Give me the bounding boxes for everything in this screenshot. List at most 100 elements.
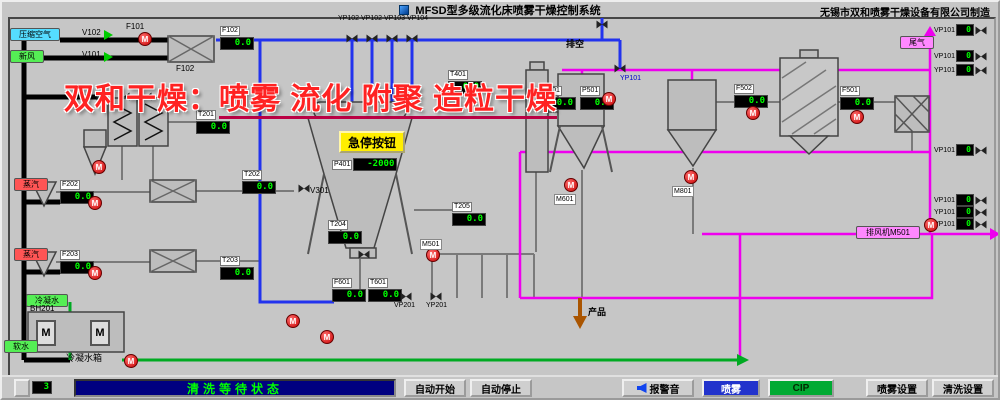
alarm-sound-label: 报警音 [649, 384, 680, 396]
display-value: 0.0 [60, 261, 94, 274]
valve-icon[interactable] [400, 292, 412, 301]
display-value: 0.0 [242, 181, 276, 194]
valve-icon[interactable] [975, 146, 987, 155]
valve-icon[interactable] [975, 26, 987, 35]
valve-icon[interactable] [96, 92, 108, 101]
pipes-blue [216, 18, 622, 304]
pipe-source-tag: 蒸汽 [14, 178, 48, 191]
valve-icon[interactable] [975, 220, 987, 229]
pipe-source-tag: 新风 [10, 50, 44, 63]
pipe-source-tag: 排风机M501 [856, 226, 920, 239]
motor-pump[interactable]: M [564, 178, 578, 192]
speaker-icon [636, 383, 647, 393]
display-value: 0 [956, 144, 974, 156]
auto-stop-button[interactable]: 自动停止 [470, 379, 532, 397]
status-message: 清洗等待状态 [74, 379, 396, 397]
display-tag: F501 [840, 86, 860, 96]
spray-settings-button[interactable]: 喷雾设置 [866, 379, 928, 397]
valve-icon[interactable] [614, 64, 626, 73]
display-tag: T203 [220, 256, 240, 266]
valve-icon[interactable] [118, 92, 130, 101]
display-value: 0 [956, 24, 974, 36]
valve-icon[interactable] [358, 250, 370, 259]
motor-pump[interactable]: M [426, 248, 440, 262]
valve-icon[interactable] [366, 34, 378, 43]
alarm-sound-button[interactable]: 报警音 [622, 379, 694, 397]
label: M801 [672, 186, 694, 197]
agitator-motor[interactable]: M [90, 320, 110, 346]
title-bar: MFSD型多级流化床喷雾干燥控制系统 无锡市双和喷雾干燥设备有限公司制造 [2, 2, 998, 19]
cyclone-left [83, 129, 107, 148]
label: V101 [82, 50, 101, 59]
display-value: 0.0 [196, 121, 230, 134]
valve-icon[interactable] [975, 66, 987, 75]
drying-chamber-top [313, 101, 407, 119]
display-value: 0.0 [332, 289, 366, 302]
emergency-stop-button[interactable]: 急停按钮 [339, 131, 405, 153]
valve-icon[interactable] [430, 292, 442, 301]
display-value: 0.0 [452, 213, 486, 226]
display-tag: T501 [542, 86, 562, 96]
valve-label: VP101 [933, 196, 955, 204]
flow-arrow-icon [104, 30, 113, 40]
valve-icon[interactable] [975, 196, 987, 205]
valve-icon[interactable] [346, 34, 358, 43]
valve-label: VP101 [933, 52, 955, 60]
pipe-source-tag: 软水 [4, 340, 38, 353]
clean-settings-button[interactable]: 清洗设置 [932, 379, 994, 397]
valve-label: VP101 [933, 146, 955, 154]
label: V102 [82, 28, 101, 37]
counter-step-button[interactable] [14, 379, 30, 397]
tower-cap [529, 61, 545, 71]
pipe-source-tag: 蒸汽 [14, 248, 48, 261]
cycle-counter-display: 3 [32, 381, 52, 394]
motor-pump[interactable]: M [138, 32, 152, 46]
motor-pump[interactable]: M [924, 218, 938, 232]
auto-start-button[interactable]: 自动开始 [404, 379, 466, 397]
motor-pump[interactable]: M [88, 196, 102, 210]
label: YP201 [426, 302, 448, 309]
motor-pump[interactable]: M [286, 314, 300, 328]
display-tag: F202 [60, 180, 80, 190]
valve-icon[interactable] [140, 92, 152, 101]
valve-label: VP101 [933, 26, 955, 34]
label: VP103 [384, 15, 406, 22]
display-tag: P501 [580, 86, 601, 96]
motor-pump[interactable]: M [320, 330, 334, 344]
motor-pump[interactable]: M [602, 92, 616, 106]
display-tag: T201 [196, 110, 216, 120]
label: VP104 [407, 15, 429, 22]
valve-icon[interactable] [298, 184, 310, 193]
label: 冷凝水箱 [66, 353, 103, 363]
valve-icon[interactable] [975, 208, 987, 217]
motor-pump[interactable]: M [88, 266, 102, 280]
product-arrow [573, 298, 587, 329]
agitator-motor[interactable]: M [36, 320, 56, 346]
display-tag: T401 [448, 70, 468, 80]
spray-mode-button[interactable]: 喷雾 [702, 379, 760, 397]
motor-pump[interactable]: M [746, 106, 760, 120]
valve-icon[interactable] [596, 20, 608, 29]
motor-pump[interactable]: M [124, 354, 138, 368]
valve-icon[interactable] [406, 34, 418, 43]
motor-pump[interactable]: M [684, 170, 698, 184]
cip-mode-button[interactable]: CIP [768, 379, 834, 397]
motor-pump[interactable]: M [850, 110, 864, 124]
motor-pump[interactable]: M [92, 160, 106, 174]
valve-icon[interactable] [386, 34, 398, 43]
valve-icon[interactable] [975, 52, 987, 61]
pipes-magenta-arrows [924, 26, 998, 240]
